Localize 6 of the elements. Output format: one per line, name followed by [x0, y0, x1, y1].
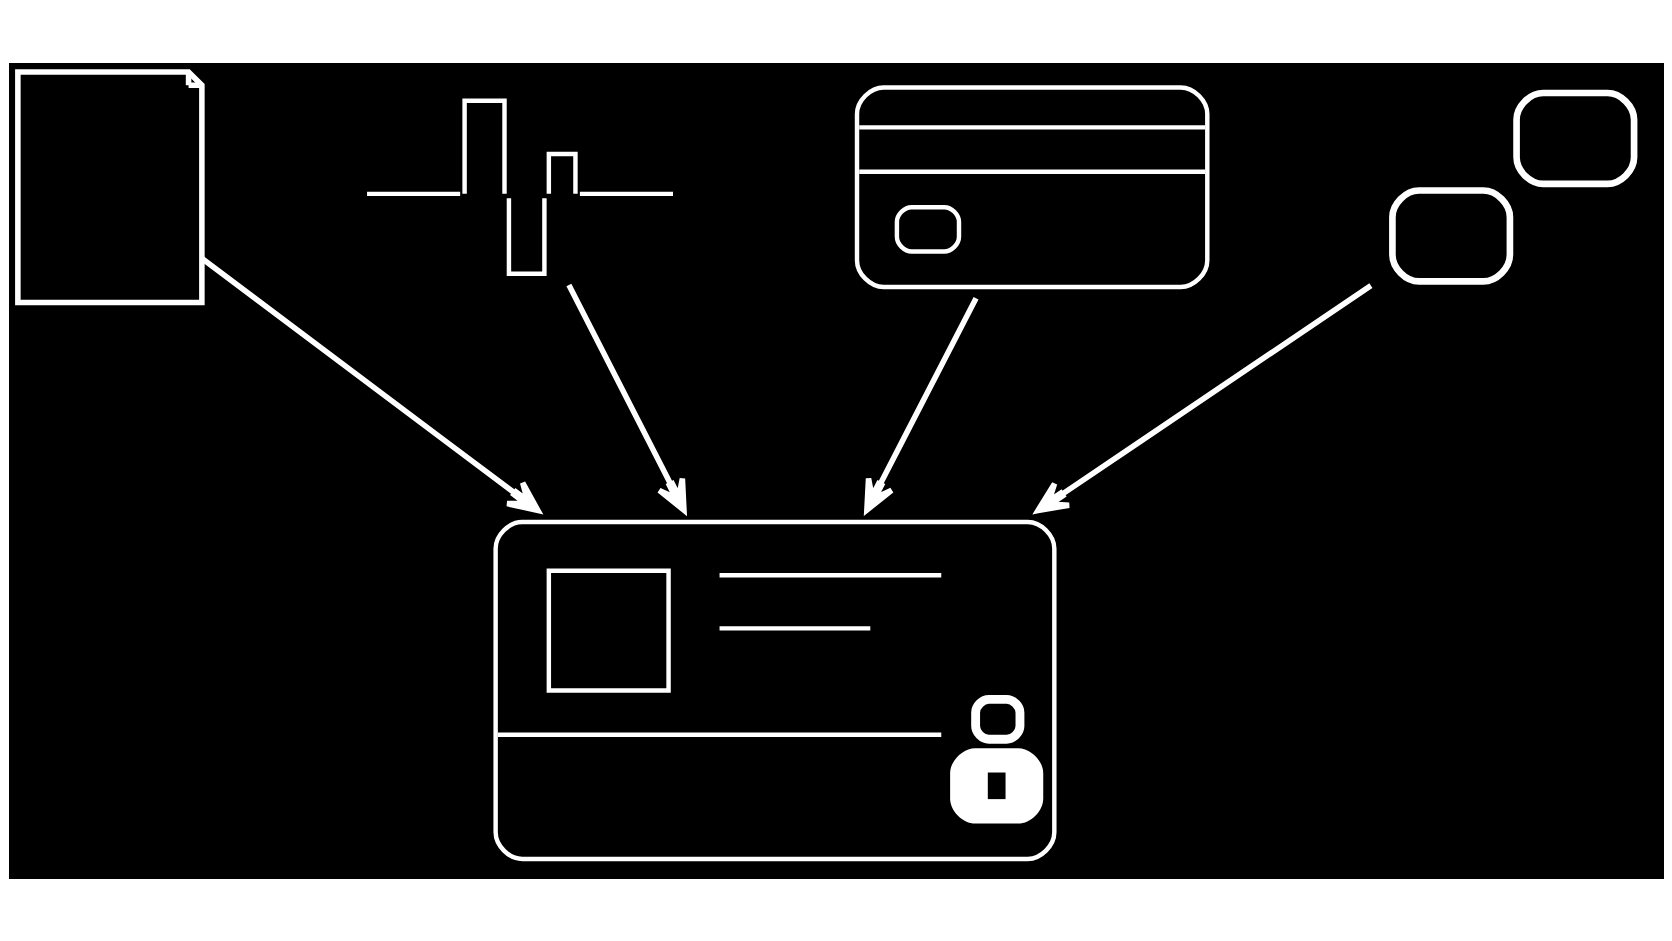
node-picture: [492, 519, 1057, 861]
arrow: [1034, 282, 1372, 513]
arrow: [565, 283, 687, 513]
arrow: [200, 256, 541, 513]
node-picture: [854, 84, 1209, 289]
arrow: [863, 296, 978, 513]
